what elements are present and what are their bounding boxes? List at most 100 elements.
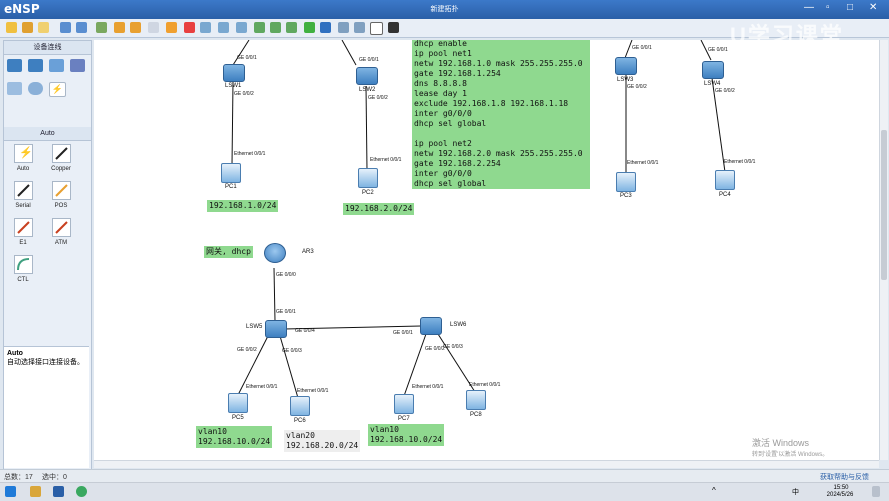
router-category-icon[interactable]: [7, 59, 22, 72]
horizontal-scrollbar[interactable]: [94, 460, 879, 468]
start-device-icon[interactable]: [304, 22, 315, 33]
vertical-scrollbar[interactable]: [879, 40, 888, 460]
link-lsw4-pc4: [711, 77, 726, 173]
port-label: GE 0/0/2: [715, 88, 735, 94]
cable-auto-label: Auto: [16, 166, 30, 172]
link-lsw6-pc8: [437, 333, 476, 393]
redo-icon[interactable]: [130, 22, 141, 33]
text-icon[interactable]: [200, 22, 211, 33]
wlan-category-icon[interactable]: [49, 59, 64, 72]
zoom-in-icon[interactable]: [254, 22, 265, 33]
pc7-net-note[interactable]: vlan10 192.168.10.0/24: [368, 424, 445, 446]
file-explorer-icon[interactable]: [30, 486, 41, 497]
select-icon[interactable]: [148, 22, 159, 33]
cable-copper-button[interactable]: [52, 144, 71, 163]
open-icon[interactable]: [38, 22, 49, 33]
start-icon[interactable]: [5, 486, 16, 497]
net2-note[interactable]: 192.168.2.0/24: [343, 203, 415, 215]
cable-auto-button[interactable]: ⚡: [14, 144, 33, 163]
dhcp-config-note[interactable]: dhcp enable ip pool net1 netw 192.168.1.…: [412, 40, 590, 189]
pc3-label: PC3: [620, 193, 632, 199]
cable-category-icon[interactable]: ⚡: [49, 82, 66, 97]
pc5-net-note[interactable]: vlan10 192.168.10.0/24: [196, 426, 273, 448]
switch-lsw4[interactable]: [702, 61, 724, 79]
cable-pos-button[interactable]: [52, 181, 71, 200]
firewall-category-icon[interactable]: [70, 59, 85, 72]
router-ar3[interactable]: [264, 243, 286, 263]
topology-icon[interactable]: [354, 22, 365, 33]
restore-icon[interactable]: ▫: [826, 2, 830, 13]
undo-icon[interactable]: [114, 22, 125, 33]
minimize-icon[interactable]: —: [804, 2, 814, 13]
maximize-icon[interactable]: □: [847, 2, 854, 13]
pc6-net-note[interactable]: vlan20 192.168.20.0/24: [284, 430, 361, 452]
cable-pos-label: POS: [54, 203, 68, 209]
move-icon[interactable]: [166, 22, 177, 33]
pc-category-icon[interactable]: [7, 82, 22, 95]
pc1[interactable]: [221, 163, 241, 183]
cable-serial-label: Serial: [15, 203, 31, 209]
ensp-taskbar-icon[interactable]: [53, 486, 64, 497]
cloud-category-icon[interactable]: [28, 82, 43, 95]
cable-description: Auto 自动选择接口连接设备。: [4, 346, 89, 468]
gateway-note[interactable]: 网关, dhcp: [204, 246, 253, 258]
pc6[interactable]: [290, 396, 310, 416]
pc4[interactable]: [715, 170, 735, 190]
activation-line2: 转到'设置'以激活 Windows。: [752, 452, 829, 458]
stop-device-icon[interactable]: [320, 22, 331, 33]
fit-icon[interactable]: [286, 22, 297, 33]
link-lsw6-pc7: [403, 333, 427, 397]
topology-canvas[interactable]: LSW1 LSW2 LSW3 LSW4 PC1 PC2 PC3 PC4 AR3 …: [94, 40, 880, 460]
pc8[interactable]: [466, 390, 486, 410]
ime-indicator[interactable]: 中: [792, 489, 799, 496]
lsw5-label: LSW5: [246, 324, 263, 330]
capture-icon[interactable]: [338, 22, 349, 33]
port-label: GE 0/0/1: [276, 309, 296, 315]
palette-icon[interactable]: [218, 22, 229, 33]
description-text: 自动选择接口连接设备。: [7, 359, 84, 366]
close-icon[interactable]: ✕: [869, 2, 878, 13]
pc7[interactable]: [394, 394, 414, 414]
switch-lsw5[interactable]: [265, 320, 287, 338]
zoom-out-icon[interactable]: [270, 22, 281, 33]
save-as-icon[interactable]: [76, 22, 87, 33]
pc8-label: PC8: [470, 412, 482, 418]
grid-icon[interactable]: [370, 22, 383, 35]
new-file-icon[interactable]: [22, 22, 33, 33]
cable-ctl-button[interactable]: [14, 255, 33, 274]
terminal-icon[interactable]: [388, 22, 399, 33]
tray-chevron-icon[interactable]: ^: [712, 486, 716, 495]
switch-lsw1[interactable]: [223, 64, 245, 82]
port-label: GE 0/0/2: [425, 346, 445, 352]
cable-e1-button[interactable]: [14, 218, 33, 237]
switch-category-icon[interactable]: [28, 59, 43, 72]
help-link[interactable]: 获取帮助与反馈: [820, 474, 869, 481]
port-label: GE 0/0/2: [234, 91, 254, 97]
pc2[interactable]: [358, 168, 378, 188]
port-label: GE 0/0/0: [276, 272, 296, 278]
notification-icon[interactable]: [872, 486, 880, 497]
cable-serial-button[interactable]: [14, 181, 33, 200]
vertical-scroll-thumb[interactable]: [881, 130, 887, 280]
delete-icon[interactable]: [184, 22, 195, 33]
port-label: Ethernet 0/0/1: [412, 384, 444, 390]
switch-lsw2[interactable]: [356, 67, 378, 85]
cable-section-title: Auto: [4, 127, 91, 141]
cable-e1-label: E1: [19, 240, 27, 246]
drawing-icon[interactable]: [236, 22, 247, 33]
pc3[interactable]: [616, 172, 636, 192]
net1-note[interactable]: 192.168.1.0/24: [207, 200, 279, 212]
pc5-label: PC5: [232, 415, 244, 421]
link-lsw5-lsw6: [283, 325, 422, 330]
new-topology-icon[interactable]: [6, 22, 17, 33]
switch-lsw6[interactable]: [420, 317, 442, 335]
port-label: GE 0/0/3: [282, 348, 302, 354]
switch-lsw3[interactable]: [615, 57, 637, 75]
browser-icon[interactable]: [76, 486, 87, 497]
selected-count: 选中：0: [42, 474, 67, 481]
port-label: GE 0/0/2: [237, 347, 257, 353]
pc5[interactable]: [228, 393, 248, 413]
cable-atm-button[interactable]: [52, 218, 71, 237]
save-icon[interactable]: [60, 22, 71, 33]
print-icon[interactable]: [96, 22, 107, 33]
